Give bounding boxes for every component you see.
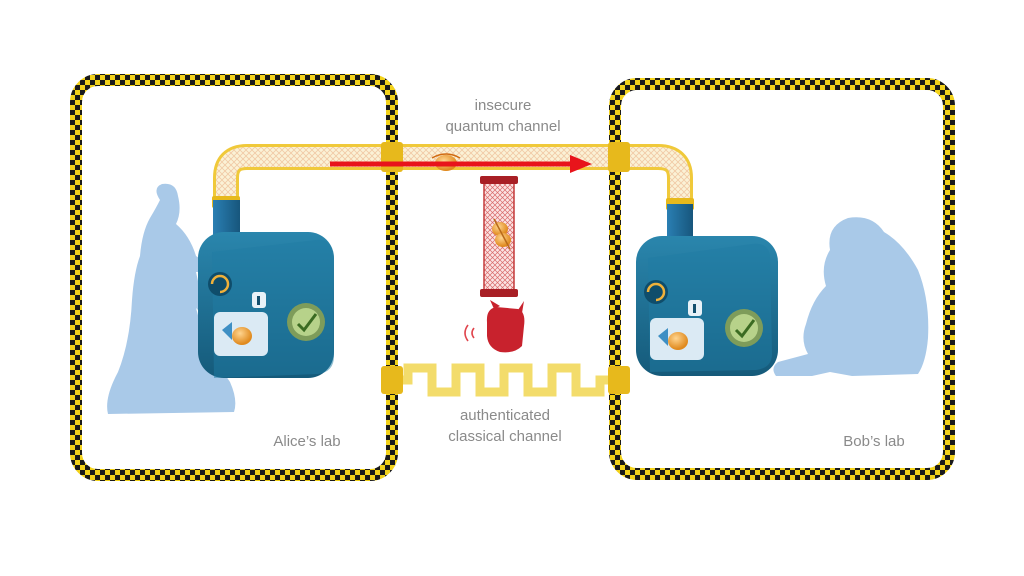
quantum-channel-label-line2: quantum channel bbox=[445, 118, 560, 135]
alice-device bbox=[198, 200, 334, 378]
quantum-channel-pipe bbox=[212, 142, 694, 210]
alice-lab-frame bbox=[70, 74, 398, 481]
bob-silhouette bbox=[773, 217, 929, 376]
alice-lab-label: Alice’s lab bbox=[273, 433, 340, 450]
classical-channel-label-line1: authenticated bbox=[460, 407, 550, 424]
direction-arrow bbox=[330, 155, 592, 173]
classical-channel-wire bbox=[381, 363, 630, 397]
eavesdropper-device bbox=[464, 300, 525, 353]
classical-channel-label-line2: classical channel bbox=[448, 428, 561, 445]
bob-lab-frame bbox=[609, 78, 955, 480]
bob-device bbox=[636, 204, 778, 376]
quantum-channel-label-line1: insecure bbox=[475, 97, 532, 114]
bob-lab-label: Bob’s lab bbox=[843, 433, 904, 450]
eavesdropper-tube bbox=[480, 176, 518, 297]
